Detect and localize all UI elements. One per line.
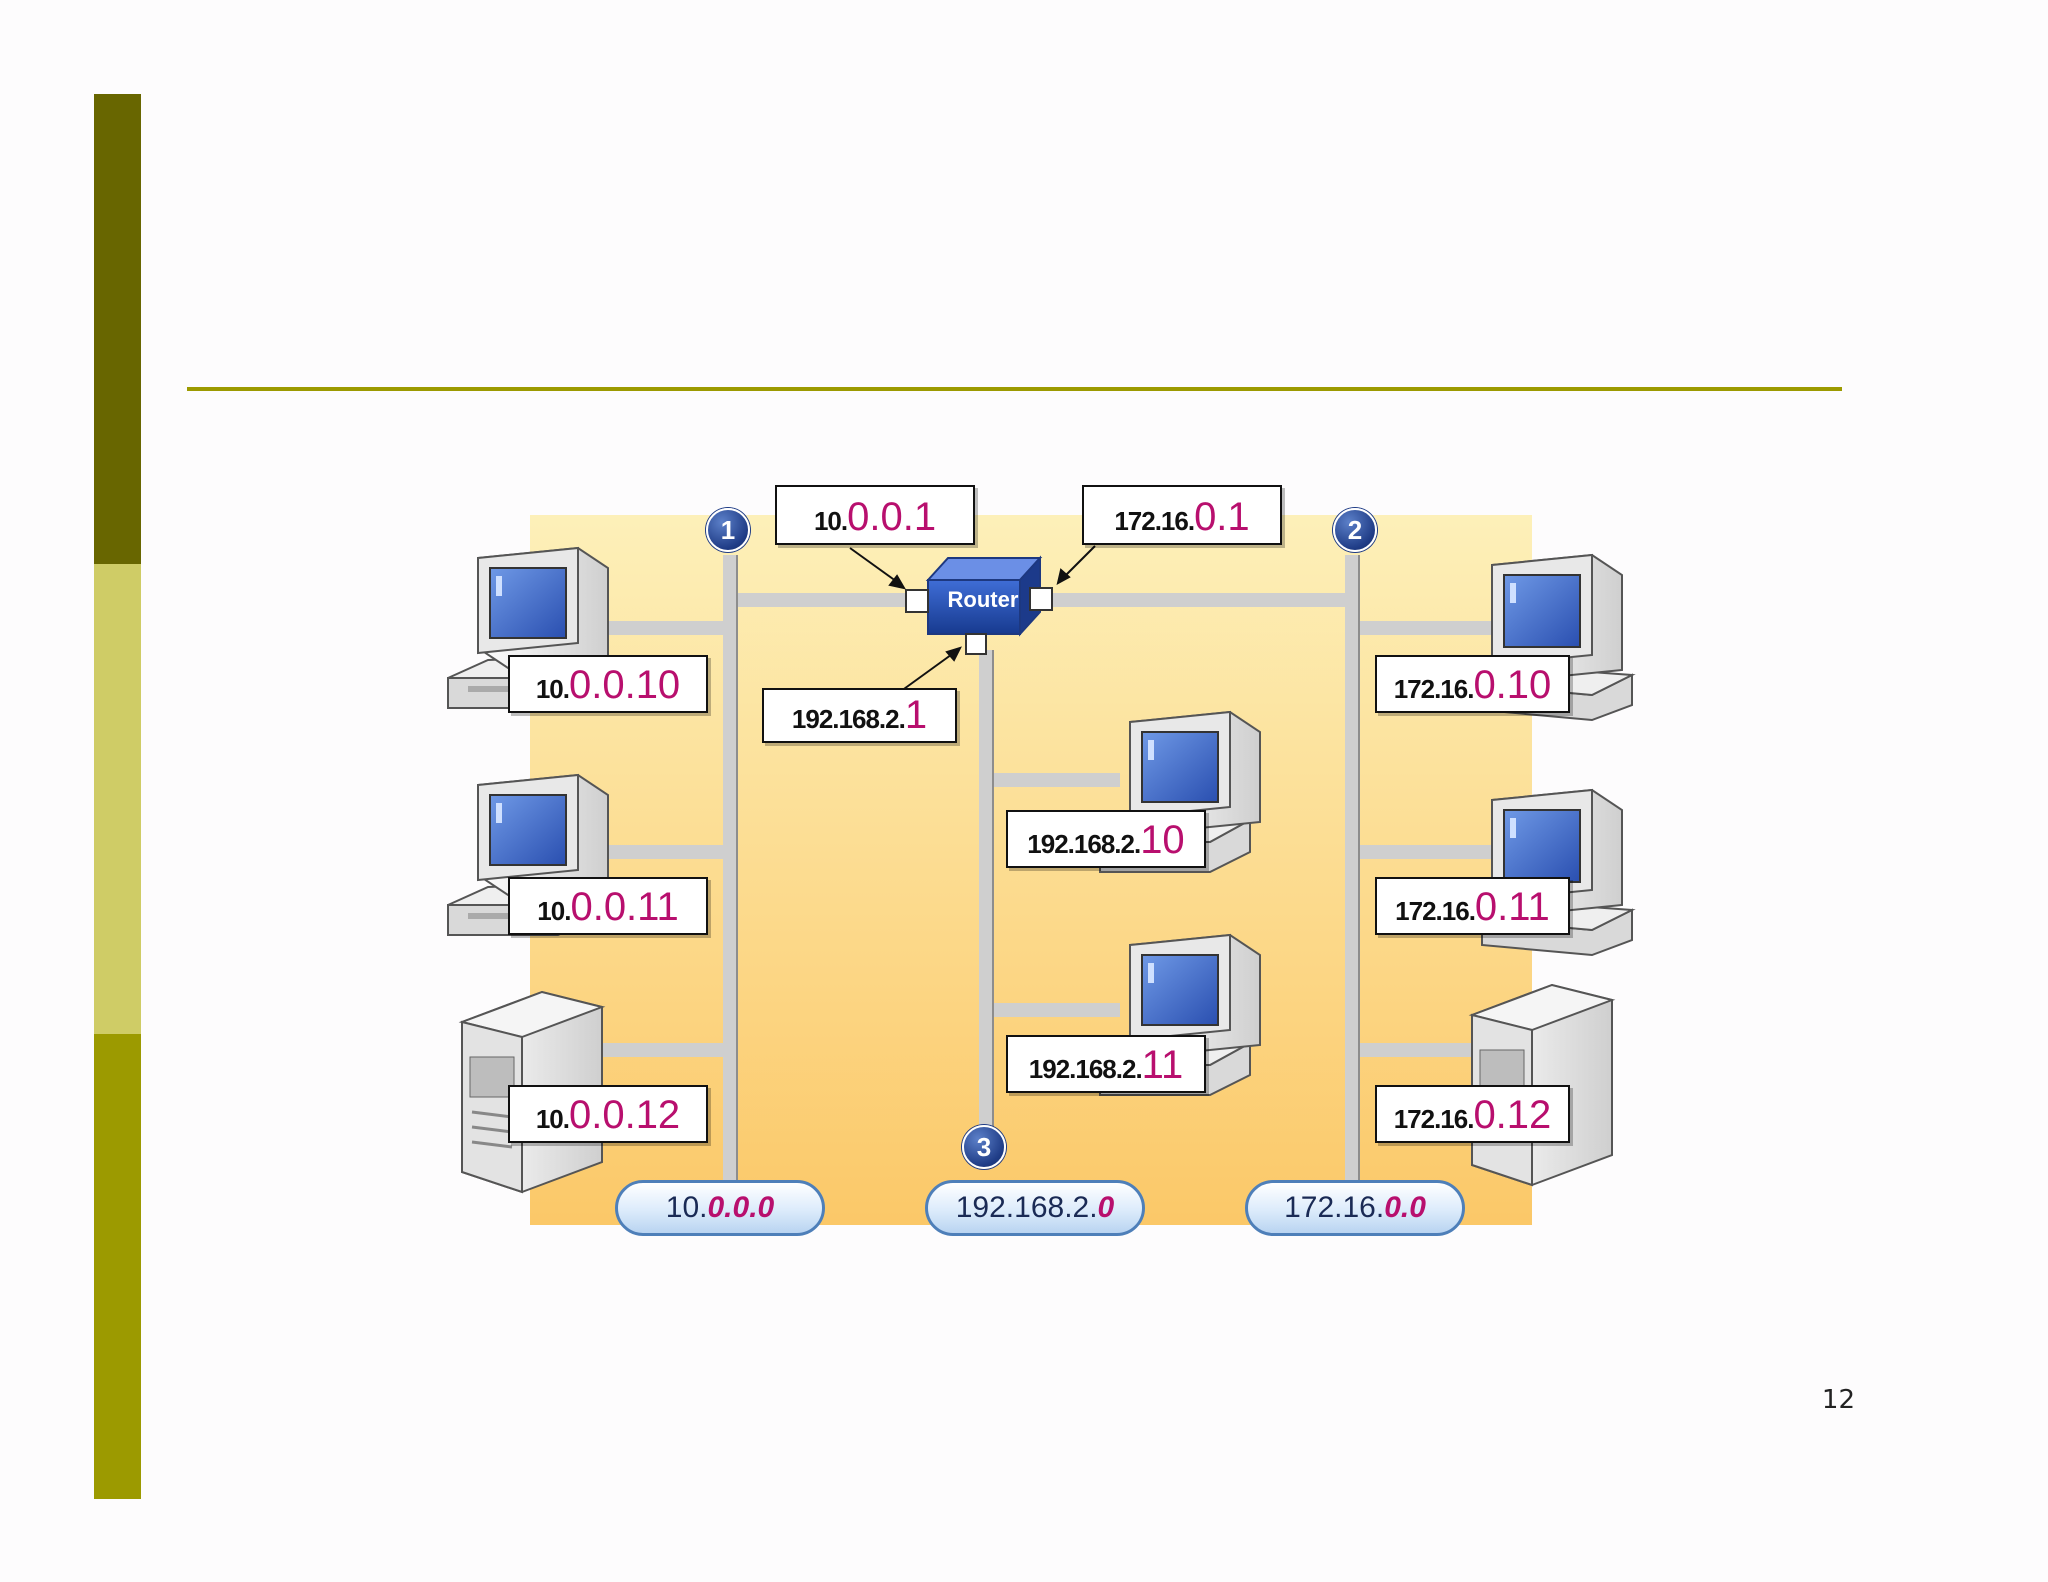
ip-suffix: 0.0.11 (570, 885, 679, 929)
ip-prefix: 10. (535, 674, 570, 704)
router-ip-network-3: 192.168.2.1 (762, 688, 957, 743)
network-suffix: 0 (1097, 1191, 1115, 1224)
ip-prefix: 192.168.2. (1027, 829, 1141, 859)
host-ip-label: 172.16.0.11 (1375, 877, 1570, 935)
ip-prefix: 10. (537, 896, 571, 926)
router-ip-arrows (849, 545, 1096, 695)
ip-suffix: 0.12 (1473, 1093, 1552, 1137)
router-ip-network-1: 10.0.0.1 (775, 485, 975, 545)
ip-prefix: 172.16. (1393, 674, 1475, 704)
network-prefix: 192.168.2. (955, 1191, 1098, 1224)
ip-suffix: 10 (1140, 818, 1185, 862)
ip-prefix: 192.168.2. (1028, 1054, 1143, 1084)
network-address-2: 172.16.0.0 (1245, 1180, 1465, 1236)
network-suffix: 0.0.0 (707, 1191, 775, 1224)
sidebar-segment-middle (94, 564, 141, 1034)
network-address-3: 192.168.2.0 (925, 1180, 1145, 1236)
ip-prefix: 192.168.2. (791, 704, 906, 734)
network-badge-3: 3 (962, 1125, 1006, 1169)
ip-suffix: 0.1 (1194, 495, 1250, 539)
router-icon (905, 555, 1053, 655)
host-ip-label: 192.168.2.10 (1006, 810, 1206, 868)
host-ip-label: 10.0.0.12 (508, 1085, 708, 1143)
network-badge-1: 1 (706, 508, 750, 552)
ip-prefix: 172.16. (1393, 1104, 1475, 1134)
ip-suffix: 1 (904, 693, 928, 737)
ip-prefix: 10. (813, 506, 848, 536)
ip-prefix: 172.16. (1114, 506, 1195, 536)
ip-suffix: 0.0.1 (847, 495, 937, 539)
host-ip-label: 172.16.0.10 (1375, 655, 1570, 713)
ip-suffix: 0.0.10 (568, 663, 681, 707)
ip-suffix: 0.11 (1474, 885, 1550, 929)
ip-suffix: 0.0.12 (568, 1093, 681, 1137)
title-divider (187, 387, 1842, 391)
sidebar-segment-top (94, 94, 141, 564)
sidebar-segment-bottom (94, 1034, 141, 1499)
ip-prefix: 10. (535, 1104, 570, 1134)
network-prefix: 172.16. (1284, 1191, 1385, 1224)
ip-suffix: 0.10 (1473, 663, 1552, 707)
page-number: 12 (1821, 1385, 1855, 1415)
host-ip-label: 10.0.0.11 (508, 877, 708, 935)
ip-suffix: 11 (1141, 1043, 1184, 1087)
network-prefix: 10. (665, 1191, 708, 1224)
host-ip-label: 10.0.0.10 (508, 655, 708, 713)
sidebar-decoration (94, 94, 141, 1499)
network-address-1: 10.0.0.0 (615, 1180, 825, 1236)
host-ip-label: 172.16.0.12 (1375, 1085, 1570, 1143)
ip-prefix: 172.16. (1395, 896, 1476, 926)
network-badge-2: 2 (1333, 508, 1377, 552)
host-ip-label: 192.168.2.11 (1006, 1035, 1206, 1093)
network-bus-lines (600, 555, 1500, 1190)
router-ip-network-2: 172.16.0.1 (1082, 485, 1282, 545)
router-label: Router (947, 587, 1019, 612)
network-suffix: 0.0 (1384, 1191, 1426, 1224)
